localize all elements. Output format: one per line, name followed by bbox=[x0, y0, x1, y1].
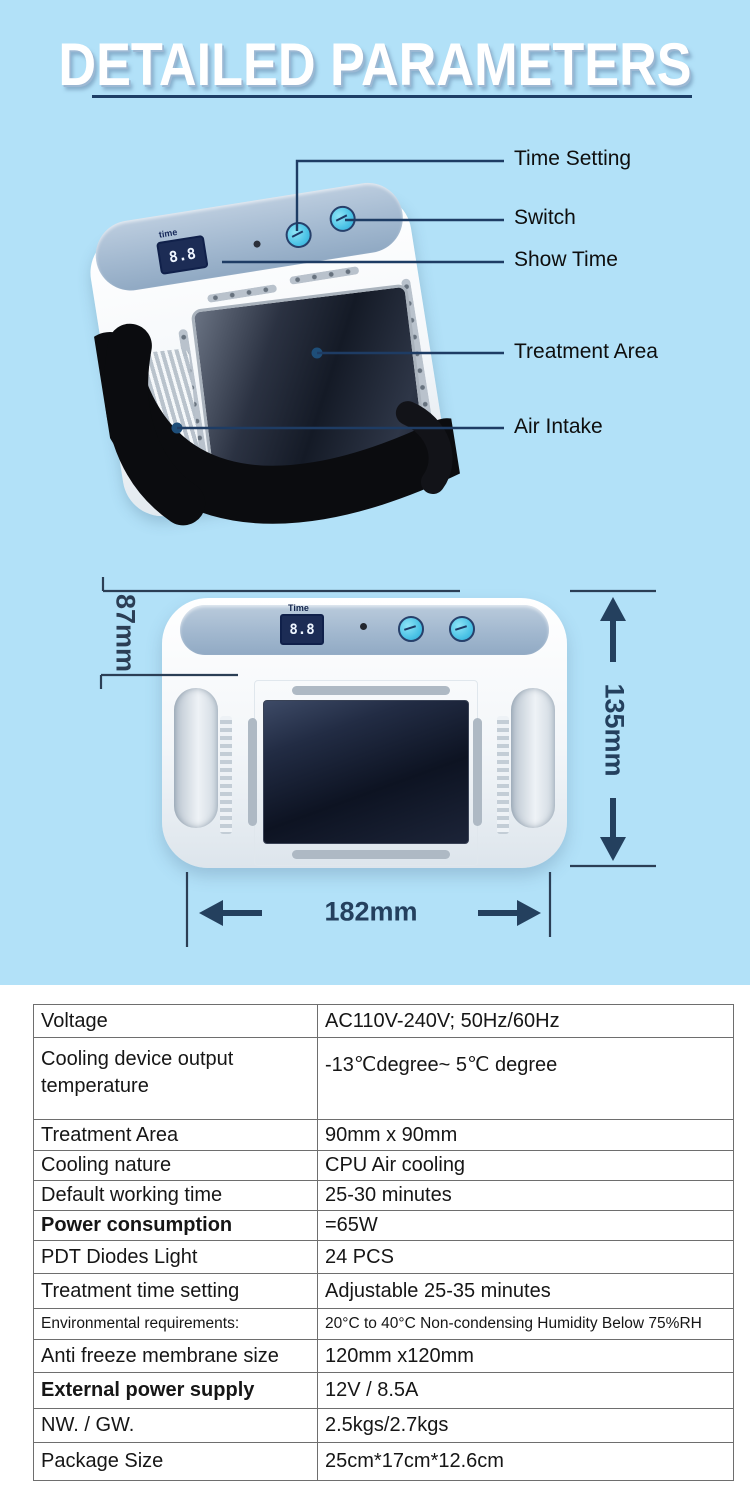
spec-value: 25-30 minutes bbox=[317, 1180, 734, 1211]
dimension-87mm: 87mm bbox=[110, 593, 141, 673]
start-stop-button bbox=[449, 616, 475, 642]
spec-value: Adjustable 25-35 minutes bbox=[317, 1273, 734, 1309]
button-glyph-icon bbox=[454, 625, 468, 631]
spec-label: PDT Diodes Light bbox=[33, 1240, 318, 1274]
button-glyph-icon bbox=[335, 214, 348, 222]
spec-value: 90mm x 90mm bbox=[317, 1119, 734, 1151]
spec-value: -13℃degree~ 5℃ degree bbox=[317, 1037, 734, 1120]
table-row: Treatment time setting Adjustable 25-35 … bbox=[33, 1273, 734, 1309]
spec-label: Treatment Area bbox=[33, 1119, 318, 1151]
spec-label: Treatment time setting bbox=[33, 1273, 318, 1309]
title-underline bbox=[92, 95, 692, 98]
table-row: Default working time 25-30 minutes bbox=[33, 1180, 734, 1211]
callout-show-time: Show Time bbox=[514, 248, 618, 271]
vent-fins bbox=[497, 716, 509, 834]
table-row: PDT Diodes Light 24 PCS bbox=[33, 1240, 734, 1274]
spec-label: Package Size bbox=[33, 1442, 318, 1481]
display-label: Time bbox=[288, 603, 309, 613]
indicator-led bbox=[360, 623, 367, 630]
spec-label: Default working time bbox=[33, 1180, 318, 1211]
time-display: 8.8 bbox=[280, 614, 324, 645]
callout-treatment-area: Treatment Area bbox=[514, 340, 658, 363]
table-row: Power consumption =65W bbox=[33, 1210, 734, 1241]
callout-time-setting: Time Setting bbox=[514, 147, 632, 170]
spec-table-wrapper: Voltage AC110V-240V; 50Hz/60Hz Cooling d… bbox=[33, 1004, 734, 1481]
spec-value: 2.5kgs/2.7kgs bbox=[317, 1408, 734, 1443]
spec-label: External power supply bbox=[33, 1372, 318, 1409]
spec-label: Cooling nature bbox=[33, 1150, 318, 1181]
spec-value: 24 PCS bbox=[317, 1240, 734, 1274]
spec-value: 120mm x120mm bbox=[317, 1339, 734, 1373]
spec-label: Voltage bbox=[33, 1004, 318, 1038]
spec-label: Cooling device output temperature bbox=[33, 1037, 318, 1120]
dimension-135mm: 135mm bbox=[599, 683, 630, 777]
table-row: External power supply 12V / 8.5A bbox=[33, 1372, 734, 1409]
control-panel bbox=[180, 605, 549, 655]
table-row: Anti freeze membrane size 120mm x120mm bbox=[33, 1339, 734, 1373]
vent-strip bbox=[292, 686, 450, 695]
spec-label: Power consumption bbox=[33, 1210, 318, 1241]
vent-strip bbox=[473, 718, 482, 826]
spec-value: CPU Air cooling bbox=[317, 1150, 734, 1181]
spec-value: =65W bbox=[317, 1210, 734, 1241]
table-row: NW. / GW. 2.5kgs/2.7kgs bbox=[33, 1408, 734, 1443]
treatment-pad bbox=[190, 283, 431, 505]
page-title: DETAILED PARAMETERS bbox=[58, 31, 692, 98]
treatment-pad bbox=[263, 700, 469, 844]
table-row: Cooling device output temperature -13℃de… bbox=[33, 1037, 734, 1120]
callout-switch: Switch bbox=[514, 206, 576, 229]
spec-value: AC110V-240V; 50Hz/60Hz bbox=[317, 1004, 734, 1038]
right-handle bbox=[511, 688, 555, 828]
vent-strip bbox=[292, 850, 450, 859]
vent-strip bbox=[248, 718, 257, 826]
spec-value: 20°C to 40°C Non-condensing Humidity Bel… bbox=[317, 1308, 734, 1340]
table-row: Cooling nature CPU Air cooling bbox=[33, 1150, 734, 1181]
button-glyph-icon bbox=[291, 230, 304, 238]
button-glyph-icon bbox=[403, 625, 417, 631]
spec-label: Anti freeze membrane size bbox=[33, 1339, 318, 1373]
spec-label: Environmental requirements: bbox=[33, 1308, 318, 1340]
spec-value: 25cm*17cm*12.6cm bbox=[317, 1442, 734, 1481]
device-photo-front: Time 8.8 bbox=[162, 598, 567, 868]
vent-fins bbox=[220, 716, 232, 834]
table-row: Voltage AC110V-240V; 50Hz/60Hz bbox=[33, 1004, 734, 1038]
spec-table: Voltage AC110V-240V; 50Hz/60Hz Cooling d… bbox=[33, 1004, 734, 1481]
table-row: Environmental requirements: 20°C to 40°C… bbox=[33, 1308, 734, 1340]
left-handle bbox=[174, 688, 218, 828]
time-setting-button bbox=[398, 616, 424, 642]
spec-value: 12V / 8.5A bbox=[317, 1372, 734, 1409]
dimension-182mm: 182mm bbox=[324, 896, 418, 927]
device-photo-top: time 8.8 bbox=[75, 162, 466, 561]
spec-label: NW. / GW. bbox=[33, 1408, 318, 1443]
callout-air-intake: Air Intake bbox=[514, 415, 603, 438]
table-row: Treatment Area 90mm x 90mm bbox=[33, 1119, 734, 1151]
table-row: Package Size 25cm*17cm*12.6cm bbox=[33, 1442, 734, 1481]
